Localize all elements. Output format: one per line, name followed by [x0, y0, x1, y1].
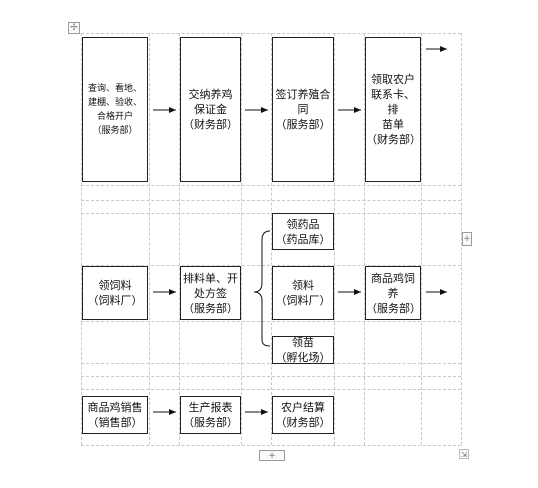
settlement-box: 农户结算 （财务部） — [272, 396, 334, 434]
step-contract-box: 签订养殖合 同 （服务部） — [272, 37, 334, 182]
schedule-label: 排料单、开 处方签 （服务部） — [183, 271, 238, 315]
table-resize-handle-icon[interactable]: ⇲ — [459, 449, 469, 459]
grid-line — [461, 33, 462, 445]
step-deposit-label: 交纳养鸡 保证金 （财务部） — [183, 88, 238, 131]
sales-box: 商品鸡销售 （销售部） — [82, 396, 148, 434]
step-contract-label: 签订养殖合 同 （服务部） — [275, 88, 331, 131]
grid-line — [179, 33, 180, 445]
step-contact-card-label: 领取农户 联系卡、排 苗单 （财务部） — [366, 73, 421, 146]
schedule-box: 排料单、开 处方签 （服务部） — [180, 266, 241, 320]
material-label: 领料 （饲料厂） — [275, 279, 331, 307]
feed-box: 领饲料 （饲料厂） — [82, 266, 148, 320]
table-move-handle-icon[interactable]: ✢ — [68, 22, 80, 34]
grid-line — [364, 33, 365, 445]
medicine-box: 领药品 （药品库） — [272, 213, 334, 250]
chicks-label: 领苗 （孵化场） — [275, 336, 331, 364]
grid-line — [271, 33, 272, 445]
material-box: 领料 （饲料厂） — [272, 266, 334, 320]
grid-line — [241, 33, 242, 445]
add-row-button[interactable]: + — [462, 232, 472, 246]
grid-line — [81, 33, 82, 445]
add-column-button[interactable]: + — [259, 450, 285, 461]
step-deposit-box: 交纳养鸡 保证金 （财务部） — [180, 37, 241, 182]
grid-line — [334, 33, 335, 445]
report-box: 生产报表 （服务部） — [180, 396, 241, 434]
step-inquiry-label: 查询、看地、 建棚、验收、 合格开户 （服务部） — [87, 83, 142, 136]
grid-line — [81, 445, 461, 446]
raising-box: 商品鸡饲 养 （服务部） — [365, 266, 421, 320]
chicks-box: 领苗 （孵化场） — [272, 336, 334, 364]
feed-label: 领饲料 （饲料厂） — [87, 279, 143, 307]
report-label: 生产报表 （服务部） — [183, 401, 238, 429]
sales-label: 商品鸡销售 （销售部） — [87, 401, 143, 429]
brace — [253, 230, 271, 347]
grid-line — [421, 33, 422, 445]
step-inquiry-box: 查询、看地、 建棚、验收、 合格开户 （服务部） — [82, 37, 148, 182]
step-contact-card-box: 领取农户 联系卡、排 苗单 （财务部） — [365, 37, 421, 182]
raising-label: 商品鸡饲 养 （服务部） — [366, 271, 421, 315]
grid-line — [149, 33, 150, 445]
medicine-label: 领药品 （药品库） — [275, 217, 331, 246]
settlement-label: 农户结算 （财务部） — [275, 401, 331, 429]
